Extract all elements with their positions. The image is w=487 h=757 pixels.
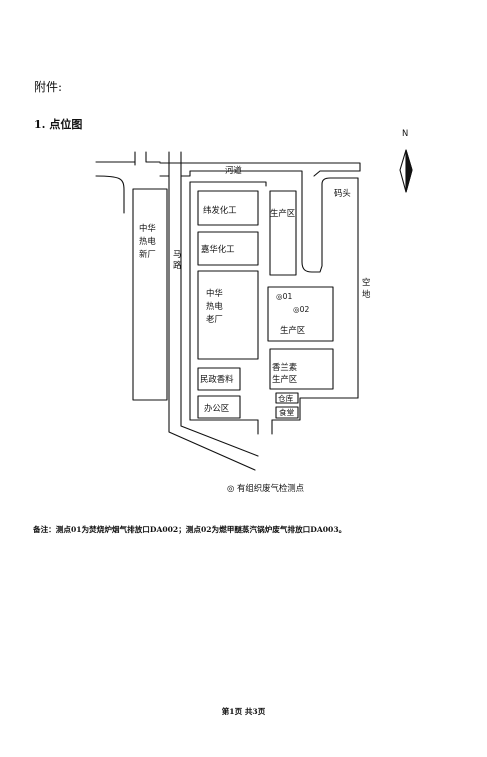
- vacant-label-1: 空: [362, 277, 370, 287]
- road-label-2: 路: [173, 260, 182, 270]
- remarks-note: 备注：测点01为焚烧炉烟气排放口DA002；测点02为燃甲醚蒸汽锅炉废气排放口D…: [33, 525, 347, 534]
- production-top-label: 生产区: [270, 208, 295, 218]
- weifa-label: 纬发化工: [203, 205, 237, 215]
- xianglansu-line1: 香兰素: [272, 362, 297, 372]
- xianglansu-line2: 生产区: [272, 374, 297, 384]
- office-label: 办公区: [204, 403, 229, 413]
- zhonghua-new-line2: 热电: [139, 236, 156, 246]
- zhonghua-new-line3: 新厂: [139, 249, 156, 259]
- production-mid-label: 生产区: [280, 325, 305, 335]
- zhonghua-old-line1: 中华: [206, 288, 223, 298]
- jiahua-label: 嘉华化工: [201, 244, 235, 254]
- zhonghua-old-line2: 热电: [206, 301, 223, 311]
- page-footer: 第1页 共3页: [221, 707, 266, 716]
- north-arrow-icon: [399, 149, 413, 193]
- canteen-label: 食堂: [279, 407, 295, 417]
- section-title: 1. 点位图: [34, 118, 83, 131]
- vacant-label-2: 地: [362, 289, 371, 299]
- legend-monitoring-point: ◎ 有组织废气检测点: [227, 483, 304, 493]
- point-02-label: ◎02: [293, 305, 309, 314]
- dock-label: 码头: [334, 188, 351, 198]
- attachment-label: 附件:: [34, 80, 63, 94]
- minzheng-label: 民政香料: [200, 374, 234, 384]
- north-label: N: [402, 128, 408, 138]
- road-label-1: 马: [173, 249, 181, 259]
- zhonghua-old-line3: 老厂: [206, 314, 223, 324]
- zhonghua-new-line1: 中华: [139, 223, 156, 233]
- point-01-label: ◎01: [276, 292, 292, 301]
- river-label: 河道: [225, 165, 242, 175]
- warehouse-label: 仓库: [278, 393, 294, 403]
